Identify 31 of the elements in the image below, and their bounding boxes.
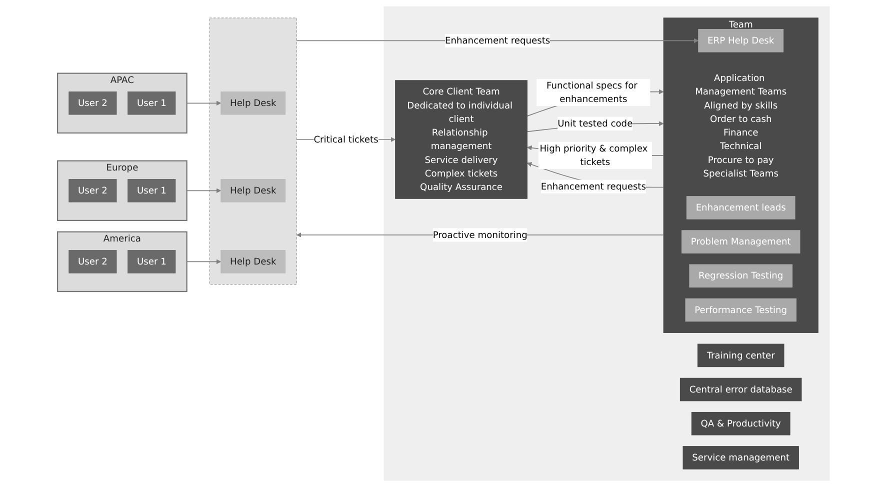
node-box: ERP Help Desk: [698, 29, 784, 52]
node-box: Problem Management: [682, 230, 801, 254]
node-box: Help Desk: [221, 179, 286, 202]
node-box: Service management: [683, 446, 800, 470]
node-box: User 2: [69, 92, 118, 115]
node-box: Core Client Team Dedicated to individual client Relationship management Service delivery Complex tickets Quality Assurance: [396, 80, 528, 199]
node-box: Central error database: [680, 378, 802, 402]
edge-label: Enhancement requests: [445, 34, 551, 46]
node-box: Regression Testing: [690, 264, 793, 288]
arrow: [186, 188, 222, 194]
cluster: [384, 6, 830, 481]
edge-label: High priority & complex tickets: [540, 142, 648, 168]
node-box: QA & Productivity: [692, 412, 791, 436]
edge-label: Proactive monitoring: [433, 229, 528, 240]
node-box: Help Desk: [221, 250, 286, 274]
arrow: [186, 100, 222, 106]
arrow: [186, 259, 222, 264]
node-box: Training center: [698, 344, 785, 368]
node-box: Enhancement leads: [686, 196, 796, 220]
node-box: User 2: [69, 179, 118, 202]
edge-label: Enhancement requests: [541, 180, 646, 192]
node-box: User 1: [128, 92, 176, 115]
node-box: Performance Testing: [686, 298, 797, 322]
node-box: User 1: [128, 250, 176, 274]
node-box: User 1: [128, 179, 176, 202]
cluster: [210, 18, 298, 285]
node-box: Help Desk: [221, 92, 286, 115]
edge-label: Critical tickets: [314, 134, 379, 145]
edge-label: Unit tested code: [558, 118, 634, 129]
node-box: User 2: [69, 250, 118, 274]
edge-label: Functional specs for enhancements: [546, 80, 638, 104]
